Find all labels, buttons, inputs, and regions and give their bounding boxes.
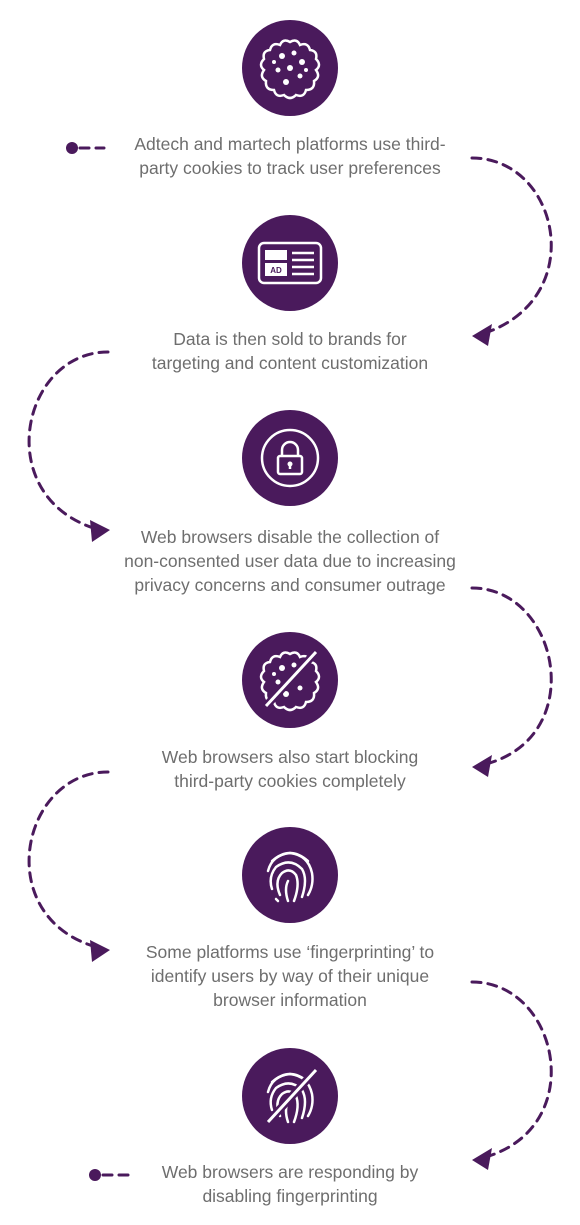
caption-line: Web browsers disable the collection of	[140, 527, 440, 547]
connector-5-6	[470, 980, 553, 1160]
step-1-caption: Adtech and martech platforms use third- …	[90, 132, 490, 180]
blocked-cookie-icon	[259, 649, 321, 712]
step-2-badge: AD	[242, 215, 338, 311]
caption-line: identify users by way of their unique	[150, 966, 430, 986]
caption-line: party cookies to track user preferences	[139, 158, 441, 178]
step-4-badge	[242, 632, 338, 728]
step-1-badge	[242, 20, 338, 116]
step-3-badge	[242, 410, 338, 506]
caption-line: third-party cookies completely	[174, 771, 406, 791]
step-3-caption: Web browsers disable the collection of n…	[90, 525, 490, 597]
end-dot	[89, 1169, 101, 1181]
caption-line: targeting and content customization	[151, 353, 429, 373]
caption-line: Web browsers are responding by	[161, 1162, 419, 1182]
step-5-badge	[242, 827, 338, 923]
arrowhead-2	[90, 520, 110, 542]
connector-4-5	[27, 770, 110, 950]
step-4-caption: Web browsers also start blocking third-p…	[90, 745, 490, 793]
step-5-caption: Some platforms use ‘fingerprinting’ to i…	[90, 940, 490, 1012]
fingerprint-icon	[266, 851, 314, 903]
connector-3-4	[470, 586, 553, 767]
lock-icon	[260, 428, 320, 488]
svg-text:AD: AD	[270, 266, 282, 275]
caption-line: privacy concerns and consumer outrage	[134, 575, 446, 595]
ad-card-icon: AD	[257, 241, 323, 285]
caption-line: Some platforms use ‘fingerprinting’ to	[145, 942, 435, 962]
start-dot	[66, 142, 78, 154]
cookie-icon	[259, 39, 321, 100]
caption-line: Web browsers also start blocking	[161, 747, 419, 767]
caption-line: disabling fingerprinting	[202, 1186, 378, 1206]
caption-line: non-consented user data due to increasin…	[124, 551, 456, 571]
blocked-fingerprint-icon	[265, 1067, 319, 1125]
caption-line: Data is then sold to brands for	[173, 329, 407, 349]
arrowhead-3	[472, 755, 492, 777]
arrowhead-1	[472, 324, 492, 346]
connector-2-3	[27, 350, 110, 532]
step-2-caption: Data is then sold to brands for targetin…	[90, 327, 490, 375]
arrowhead-4	[90, 940, 110, 962]
step-6-caption: Web browsers are responding by disabling…	[90, 1160, 490, 1208]
caption-line: browser information	[213, 990, 367, 1010]
caption-line: Adtech and martech platforms use third-	[134, 134, 446, 154]
connector-1-2	[470, 156, 553, 336]
arrowhead-5	[472, 1148, 492, 1170]
step-6-badge	[242, 1048, 338, 1144]
